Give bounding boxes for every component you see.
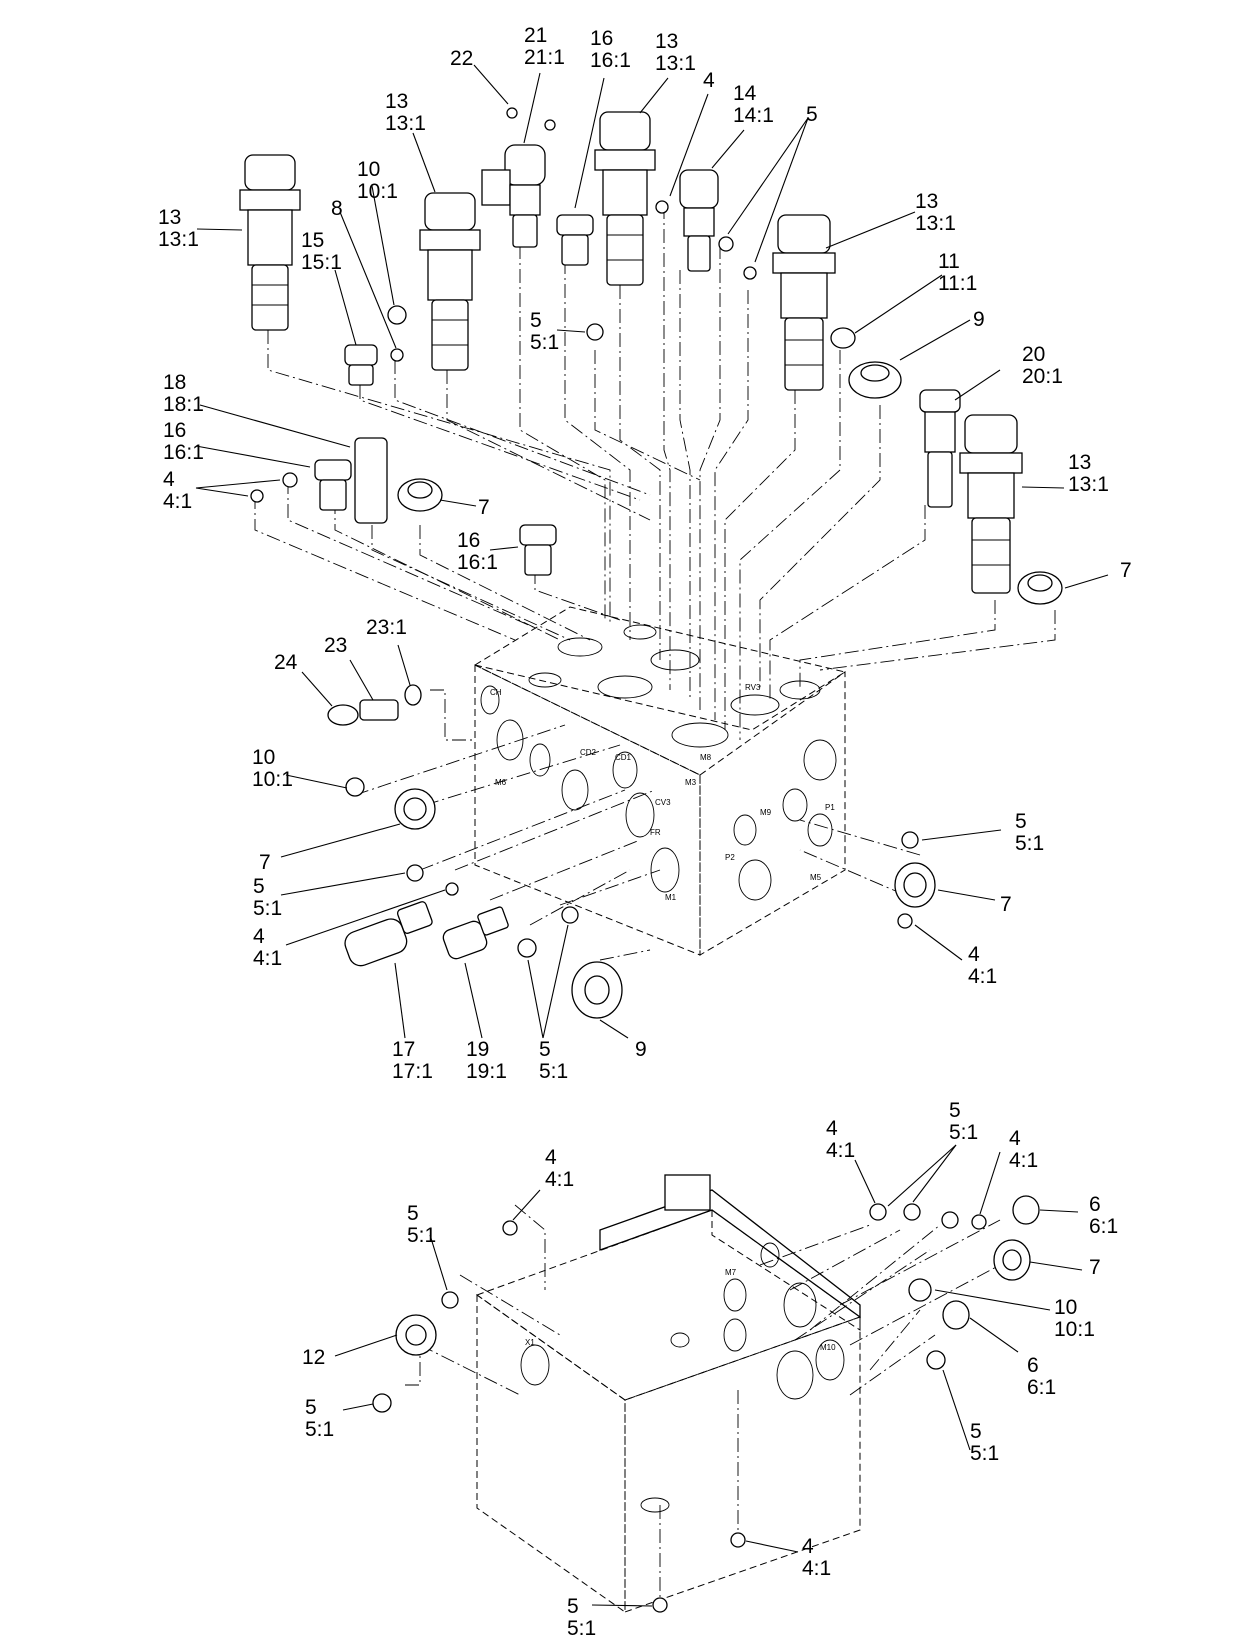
- callout-22: 22: [450, 47, 473, 70]
- port-label-m5: M5: [810, 873, 822, 882]
- port-label-x1: X1: [525, 1338, 535, 1347]
- cartridge-valve-13-center: [594, 111, 656, 286]
- plugs: [394, 327, 1063, 1356]
- valve-16-upper: [556, 214, 594, 266]
- port-label-m1: M1: [665, 893, 677, 902]
- cartridge-valve-13-right: [772, 214, 836, 391]
- port-label-m3: M3: [685, 778, 697, 787]
- port-label-p2: P2: [725, 853, 735, 862]
- port-label-p1: P1: [825, 803, 835, 812]
- valve-19: [442, 906, 509, 960]
- callout-24: 24: [274, 651, 298, 674]
- port-labels: CH CD2 CD1 CV3 M6 M3 M9 M8 P1 P2 M1 M5 F…: [490, 683, 836, 1352]
- fitting-23-24: [327, 684, 422, 726]
- valve-15: [344, 344, 378, 386]
- callout-4-top: 4: [703, 69, 715, 92]
- upper-manifold-block: [473, 606, 847, 956]
- callout-23: 23: [324, 634, 347, 657]
- callout-8: 8: [331, 197, 343, 220]
- cartridge-valve-13-center-left: [419, 192, 481, 371]
- leader-lines: [195, 64, 1109, 1607]
- solenoid-valve-21: [481, 144, 546, 248]
- callout-7-mid-right: 7: [1000, 893, 1012, 916]
- callout-9-top: 9: [973, 308, 985, 331]
- small-plugs: [250, 107, 987, 1613]
- callout-7-left: 7: [478, 496, 490, 519]
- callout-9-bottom: 9: [635, 1038, 647, 1061]
- callout-23-1: 23:1: [366, 616, 407, 639]
- assembly-centerlines: [254, 205, 1056, 1605]
- callout-12: 12: [302, 1346, 325, 1369]
- valve-16-left: [314, 459, 352, 511]
- port-label-m7: M7: [725, 1268, 737, 1277]
- port-label-m10: M10: [820, 1343, 836, 1352]
- callout-7-lower: 7: [1089, 1256, 1101, 1279]
- port-label-rv3: RV3: [745, 683, 761, 692]
- port-label-cd1: CD1: [615, 753, 632, 762]
- port-label-ch: CH: [490, 688, 502, 697]
- cartridge-valve-13-far-right: [959, 414, 1023, 594]
- cartridge-valve-13-left: [239, 154, 301, 331]
- port-label-fr: FR: [650, 828, 661, 837]
- port-label-cd2: CD2: [580, 748, 597, 757]
- port-label-cv3: CV3: [655, 798, 671, 807]
- port-label-m9: M9: [760, 808, 772, 817]
- callout-7-mid: 7: [259, 851, 271, 874]
- lower-manifold-block: [475, 1174, 862, 1613]
- valve-18: [354, 437, 388, 524]
- callout-7-right: 7: [1120, 559, 1132, 582]
- valve-17: [344, 901, 433, 967]
- port-label-m6: M6: [495, 778, 507, 787]
- port-label-m8: M8: [700, 753, 712, 762]
- callout-5-top: 5: [806, 103, 818, 126]
- valve-20: [919, 389, 961, 508]
- valve-14: [679, 169, 719, 272]
- valve-16-mid: [519, 524, 557, 576]
